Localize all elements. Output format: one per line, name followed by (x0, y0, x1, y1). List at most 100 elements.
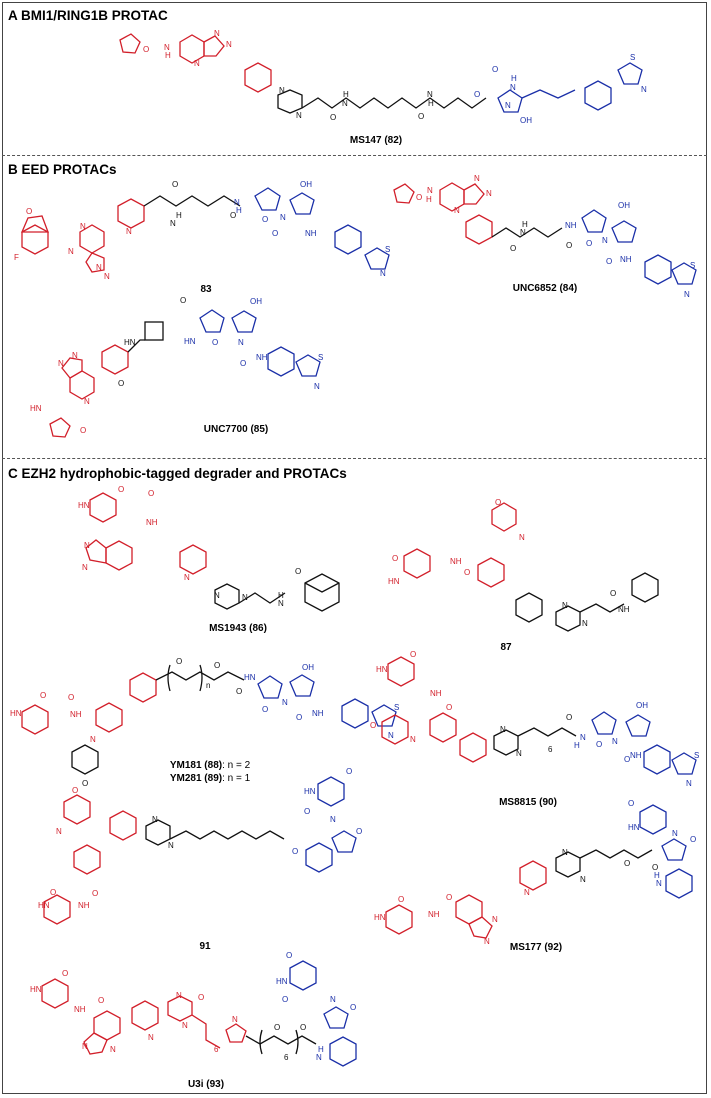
atom-o: O (26, 207, 32, 216)
atom-s: S (694, 751, 699, 760)
atom-n: N (182, 1021, 188, 1030)
atom-n: N (602, 236, 608, 245)
atom-six: 6 (548, 745, 553, 754)
atom-n: N (524, 888, 530, 897)
label-ym181-n: : n = 2 (222, 760, 251, 771)
atom-n: N (582, 619, 588, 628)
atom-n: N (388, 731, 394, 740)
atom-nh: NH (630, 751, 642, 760)
atom-n: N (126, 227, 132, 236)
atom-n: N (148, 1033, 154, 1042)
atom-n: N (686, 779, 692, 788)
atom-o: O (143, 45, 149, 54)
atom-o: O (282, 995, 288, 1004)
atom-n: N (380, 269, 386, 278)
atom-o: O (40, 691, 46, 700)
atom-n: N (562, 601, 568, 610)
structure-ym181: HN O NH O N O O n O O HN O N OH O NH S N (10, 657, 399, 788)
label-83: 83 (200, 284, 212, 295)
atom-hn: HN (276, 977, 288, 986)
atom-nh: NH (256, 353, 268, 362)
atom-n: N (278, 599, 284, 608)
atom-o: O (330, 113, 336, 122)
structure-ms177: HN O NH O N N N N N O O H N O N O HN (374, 799, 696, 946)
atom-o: O (82, 779, 88, 788)
structure-unc6852: O N H N N N O H N O NH N O OH O NH S N (393, 174, 697, 299)
atom-n: N (82, 563, 88, 572)
atom-o: O (92, 889, 98, 898)
atom-n: N (486, 189, 492, 198)
atom-o: O (652, 863, 658, 872)
atom-o: O (180, 296, 186, 305)
atom-n: N (282, 698, 288, 707)
structure-ms147: O N H N N N N N O H N O N H O N OH O H N… (119, 29, 647, 125)
atom-n: N (684, 290, 690, 299)
atom-h: H (522, 220, 528, 229)
atom-h: H (426, 195, 432, 204)
atom-h: H (165, 51, 171, 60)
atom-nh: NH (70, 710, 82, 719)
atom-n: N (474, 174, 480, 183)
atom-o: O (566, 241, 572, 250)
label-u3i: U3i (93) (187, 1079, 225, 1090)
atom-h: H (428, 99, 434, 108)
atom-o: O (628, 799, 634, 808)
atom-o: O (300, 1023, 306, 1032)
atom-h: H (654, 871, 660, 880)
atom-o: O (262, 705, 268, 714)
atom-o: O (464, 568, 470, 577)
atom-n: N (510, 83, 516, 92)
atom-n: N (242, 593, 248, 602)
atom-n: N (72, 351, 78, 360)
atom-o: O (176, 657, 182, 666)
atom-o: O (446, 893, 452, 902)
atom-oh: OH (250, 297, 262, 306)
atom-o: O (346, 767, 352, 776)
atom-h: H (278, 591, 284, 600)
atom-n: N (492, 915, 498, 924)
atom-nh: NH (312, 709, 324, 718)
atom-n: N (672, 829, 678, 838)
atom-oh: OH (300, 180, 312, 189)
atom-n: N (96, 263, 102, 272)
atom-hn: HN (244, 673, 256, 682)
atom-n: N (520, 228, 526, 237)
atom-oh: OH (302, 663, 314, 672)
atom-n: N (641, 85, 647, 94)
atom-n: N (90, 735, 96, 744)
atom-o: O (492, 65, 498, 74)
structure-ms1943: HN O NH O N N N N N H N O (78, 485, 340, 612)
atom-oh: OH (636, 701, 648, 710)
atom-n: N (58, 359, 64, 368)
atom-o: O (272, 229, 278, 238)
atom-o: O (624, 755, 630, 764)
atom-o: O (606, 257, 612, 266)
atom-n: N (170, 219, 176, 228)
panel-divider-ab (2, 155, 707, 156)
atom-o: O (68, 693, 74, 702)
atom-hn: HN (184, 337, 196, 346)
atom-nh: NH (618, 605, 630, 614)
atom-o: O (356, 827, 362, 836)
atom-o: O (398, 895, 404, 904)
atom-n: N (562, 848, 568, 857)
atom-n: N (234, 198, 240, 207)
atom-n: N (580, 875, 586, 884)
atom-s: S (630, 53, 635, 62)
label-ym181-ym281: YM181 (88): n = 2 YM281 (89): n = 1 (170, 760, 250, 785)
atom-n: N (214, 29, 220, 38)
atom-n: N (184, 573, 190, 582)
label-87: 87 (500, 642, 512, 653)
atom-o: O (240, 359, 246, 368)
label-ym281-n: : n = 1 (222, 772, 251, 784)
atom-o: O (214, 661, 220, 670)
atom-n: N (427, 90, 433, 99)
atom-o: O (262, 215, 268, 224)
atom-o: O (118, 379, 124, 388)
atom-n: N (342, 99, 348, 108)
atom-hn: HN (30, 985, 42, 994)
label-ym181: YM181 (88): n = 2 (170, 760, 250, 773)
atom-o: O (72, 786, 78, 795)
label-ms1943: MS1943 (86) (209, 623, 267, 634)
